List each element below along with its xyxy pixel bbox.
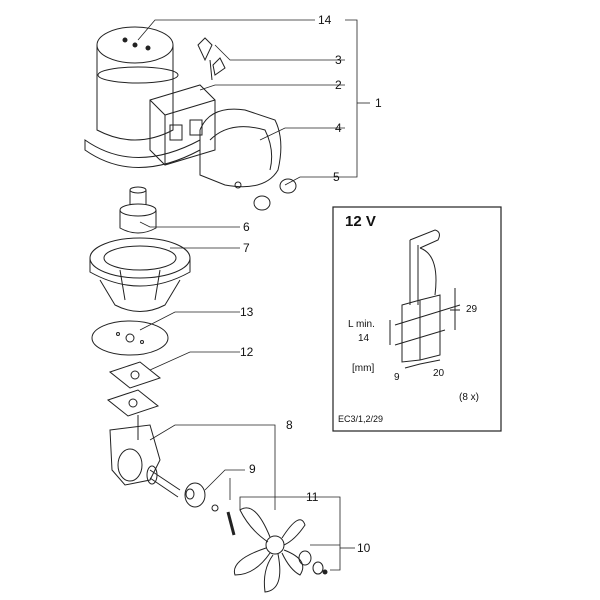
inset-reference: EC3/1,2/29 — [338, 414, 384, 424]
flange-gaskets — [106, 361, 162, 417]
callout-11: 11 — [306, 490, 319, 504]
mounting-bracket — [89, 237, 191, 312]
callout-6: 6 — [243, 220, 250, 234]
callout-12: 12 — [240, 345, 254, 359]
callout-13: 13 — [240, 305, 254, 319]
inset-unit: [mm] — [352, 363, 375, 374]
inset-voltage: 12 V — [345, 213, 376, 230]
terminal-cover — [199, 108, 282, 189]
pin — [226, 511, 236, 536]
callout-8: 8 — [286, 418, 293, 432]
inset-quantity: (8 x) — [459, 392, 479, 403]
callout-14: 14 — [318, 13, 332, 27]
callout-1: 1 — [375, 96, 382, 110]
leader-lines — [137, 19, 370, 571]
callout-4: 4 — [335, 121, 342, 135]
fan — [233, 507, 306, 593]
inset-lmin-label: L min. — [348, 319, 375, 330]
nut-and-washer — [298, 550, 328, 575]
gasket-plate — [91, 320, 169, 356]
callout-7: 7 — [243, 241, 250, 255]
inset-depth: 20 — [433, 368, 445, 379]
motor-housing — [84, 26, 201, 168]
coupling — [119, 186, 157, 234]
inset-box — [332, 206, 502, 432]
shaft-coupling — [184, 482, 219, 512]
callout-2: 2 — [335, 78, 342, 92]
clips — [197, 37, 226, 81]
callout-9: 9 — [249, 462, 256, 476]
callout-5: 5 — [333, 170, 340, 184]
screws — [253, 178, 297, 211]
terminal-block — [149, 84, 216, 166]
callout-10: 10 — [357, 541, 371, 555]
carbon-brush-drawing — [389, 229, 461, 369]
inset-lmin-value: 14 — [358, 333, 370, 344]
gearbox — [109, 415, 181, 498]
callout-3: 3 — [335, 53, 342, 67]
inset-width: 9 — [394, 372, 400, 383]
inset-height: 29 — [466, 304, 478, 315]
